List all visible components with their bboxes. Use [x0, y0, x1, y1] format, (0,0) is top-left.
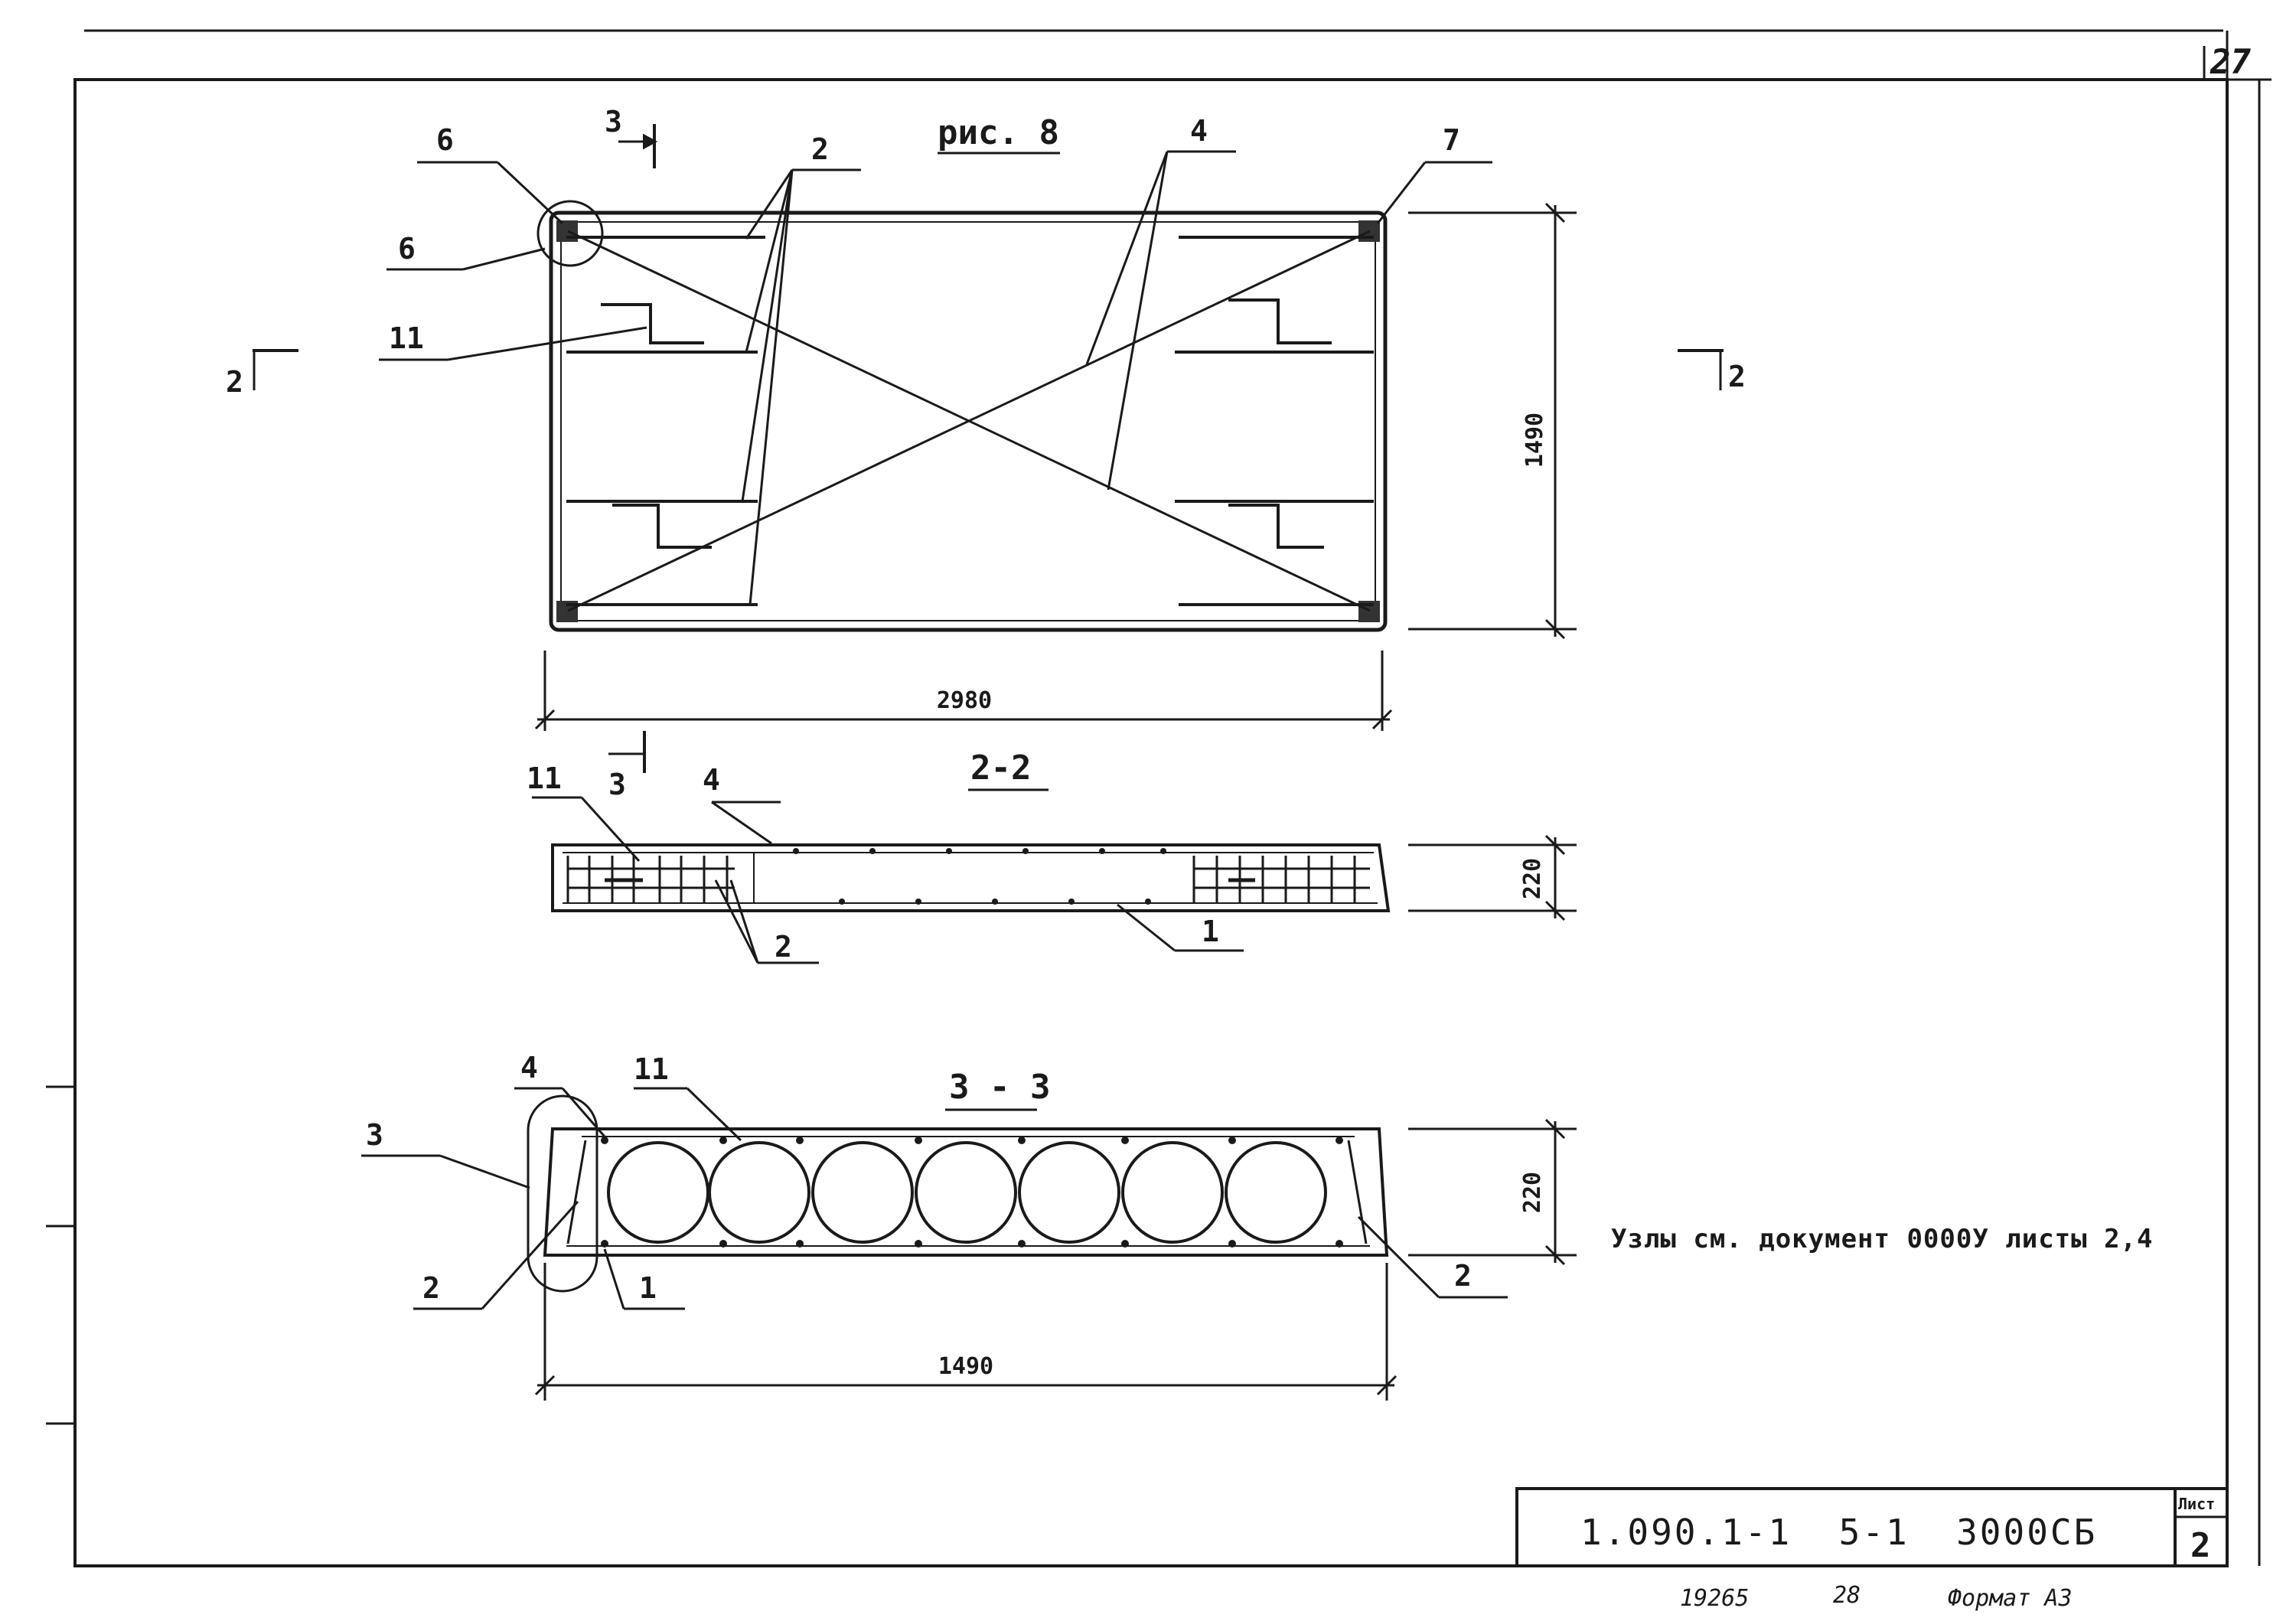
section-2-2-callout-2: 2 — [775, 930, 792, 964]
mesh-bars-left — [566, 236, 765, 606]
section-mark-3-top — [618, 124, 658, 168]
callout-7: 7 — [1443, 123, 1460, 157]
section-2-2-callout-11: 11 — [527, 762, 562, 795]
nodes-note: Узлы см. документ 0000У листы 2,4 — [1611, 1224, 2154, 1254]
section-3-3-callout-1: 1 — [639, 1271, 657, 1305]
footer-format: Формат А3 — [1948, 1585, 2073, 1612]
callout-4: 4 — [1190, 114, 1208, 148]
section-2-2-outline — [551, 843, 1391, 912]
corner-detail-circle — [536, 200, 604, 267]
dim-width — [1408, 202, 1577, 640]
section-3-3: 3 - 3 3 4 — [361, 1051, 1577, 1401]
footer-copy-number: 28 — [1833, 1582, 1861, 1609]
section-2-2: 2-2 — [527, 749, 1577, 964]
section-2-2-frames-right — [1192, 856, 1370, 903]
section-3-3-dim-width — [534, 1263, 1397, 1401]
section-mark-2-right — [1678, 349, 1724, 390]
section-2-2-frames-left — [566, 856, 735, 903]
section-3-3-dim-height — [1408, 1118, 1577, 1266]
callout-6-lower: 6 — [398, 232, 416, 266]
section-mark-3-bottom — [608, 731, 646, 773]
section-3-3-dim-height-text: 220 — [1519, 1172, 1546, 1213]
plan-title: рис. 8 — [938, 113, 1059, 152]
section-3-3-rebar-dots — [601, 1137, 1343, 1248]
section-3-3-end-detail — [527, 1094, 598, 1293]
section-2-left-label: 2 — [226, 365, 243, 399]
section-2-right-label: 2 — [1728, 360, 1746, 393]
section-mark-2-left — [253, 349, 298, 390]
section-3-3-voids — [607, 1141, 1327, 1244]
plan-view: рис. 8 — [226, 105, 1746, 801]
sheet-label: Лист — [2178, 1495, 2215, 1513]
callout-11: 11 — [389, 321, 424, 355]
footer-archive-number: 19265 — [1680, 1585, 1749, 1612]
section-3-3-callout-2-left: 2 — [422, 1271, 440, 1305]
drawing-code: 1.090.1-1 5-1 3000СБ — [1580, 1512, 2097, 1553]
section-2-2-rebar-dots — [793, 848, 1166, 905]
section-2-2-dim-text: 220 — [1519, 858, 1546, 899]
section-2-2-callout-4: 4 — [703, 763, 720, 797]
section-2-2-title: 2-2 — [970, 749, 1031, 788]
section-2-2-dim-height — [1408, 834, 1577, 921]
plan-slab-outline — [549, 210, 1388, 632]
section-3-3-callout-4: 4 — [520, 1051, 538, 1084]
section-3-top-label: 3 — [605, 105, 622, 139]
dim-length-text: 2980 — [937, 687, 992, 714]
dim-width-text: 1490 — [1521, 413, 1548, 468]
section-3-3-title: 3 - 3 — [949, 1068, 1050, 1107]
title-block — [1515, 1487, 2229, 1567]
page-number: 27 — [2210, 43, 2251, 82]
section-2-2-callout-1: 1 — [1202, 915, 1219, 948]
dim-length — [534, 651, 1393, 731]
section-3-bottom-label: 3 — [608, 768, 626, 801]
section-3-3-callout-3: 3 — [366, 1118, 383, 1152]
section-3-3-callout-2-right: 2 — [1454, 1259, 1472, 1293]
callout-2: 2 — [811, 132, 829, 166]
sheet-frame — [46, 29, 2272, 1567]
mesh-bars-right — [1175, 236, 1374, 606]
section-3-3-callout-11: 11 — [634, 1052, 669, 1086]
sheet-value: 2 — [2190, 1526, 2211, 1565]
section-3-3-dim-width-text: 1490 — [938, 1353, 993, 1380]
section-3-3-outline — [543, 1127, 1389, 1257]
callout-6-top: 6 — [436, 123, 454, 157]
